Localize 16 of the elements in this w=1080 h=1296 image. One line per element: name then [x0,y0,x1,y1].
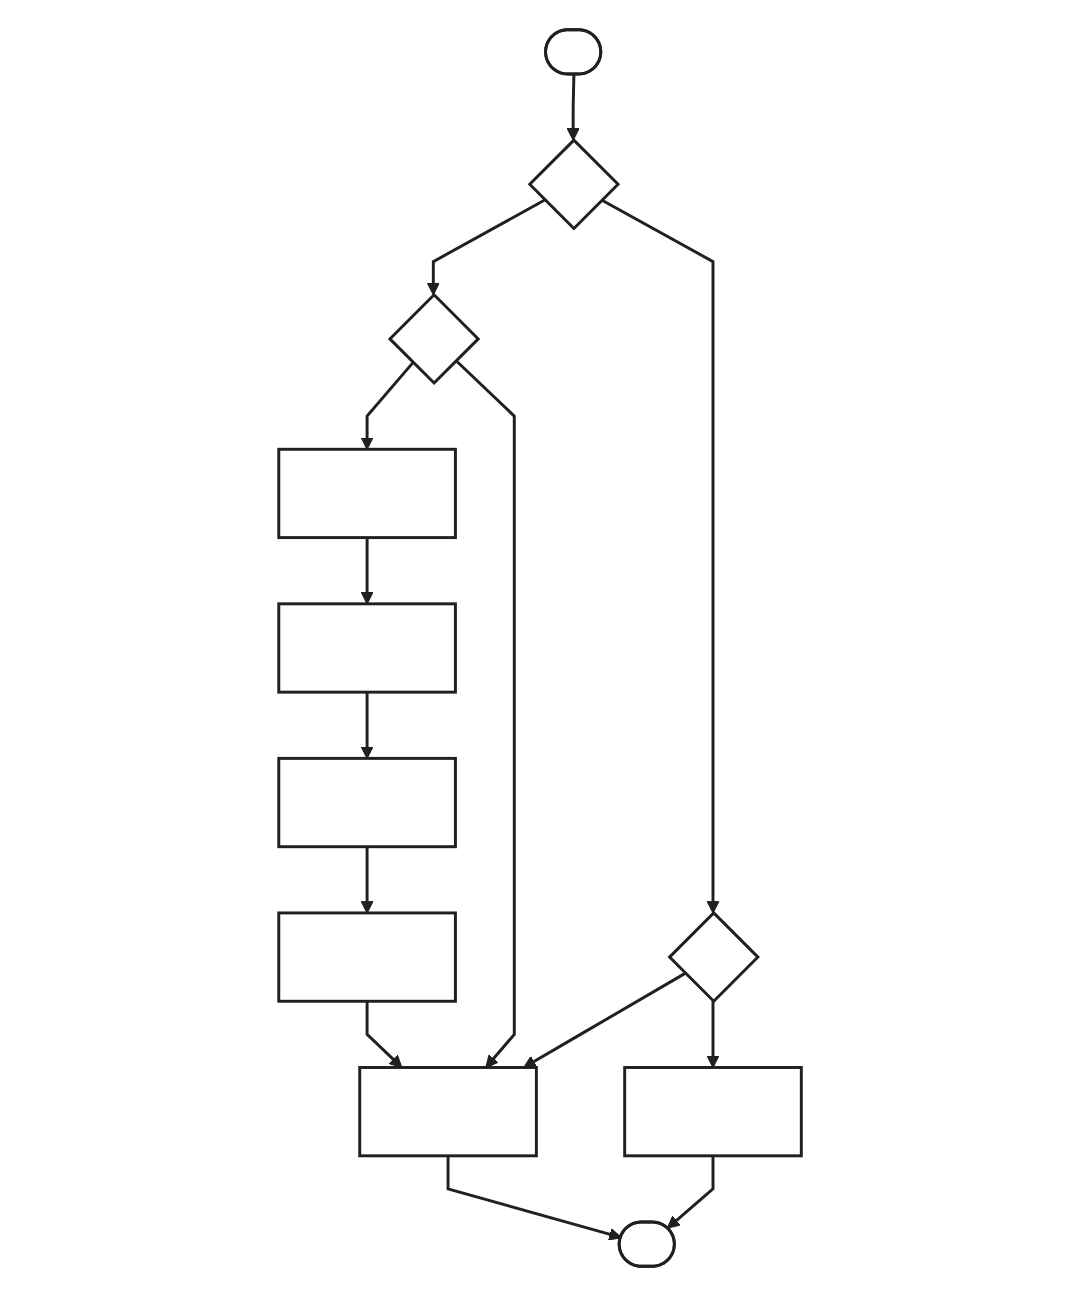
arrow [426,198,546,296]
node-box [277,756,457,849]
arrow [566,74,580,141]
arrow [360,692,374,759]
arrow [666,1155,715,1229]
node-box [277,911,457,1003]
node-diamond [387,292,481,386]
node-box [277,447,457,540]
node-box [277,602,457,694]
node-diamond [527,138,621,231]
node-diamond [667,910,760,1004]
arrow [360,361,414,450]
arrow [523,972,686,1069]
node-box [623,1066,803,1158]
node-box [358,1066,538,1158]
arrow [600,198,720,914]
